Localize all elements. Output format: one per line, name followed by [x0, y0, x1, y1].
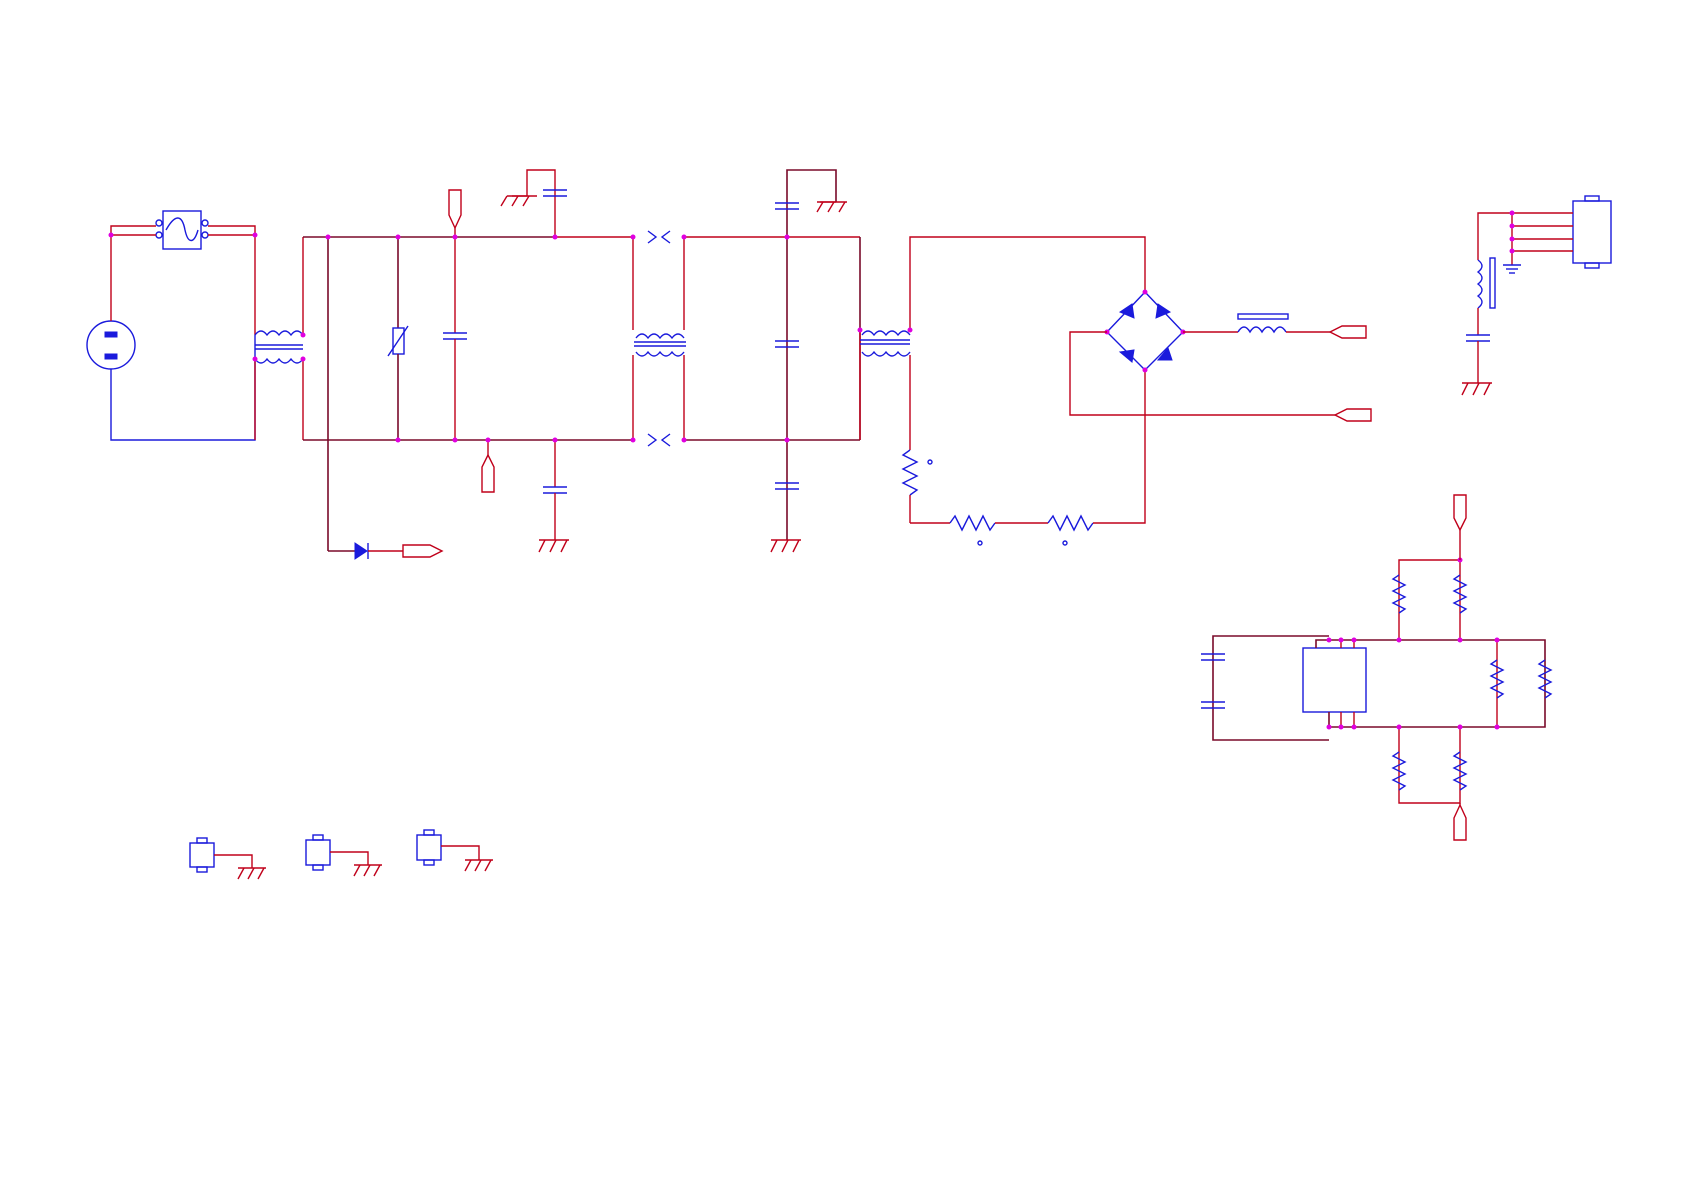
input-wires: [111, 226, 255, 440]
y-capacitor-bottom[interactable]: [539, 440, 569, 552]
common-mode-choke-3[interactable]: [860, 237, 1145, 440]
y-capacitor-pair[interactable]: [771, 170, 847, 552]
common-mode-choke-2[interactable]: [633, 231, 686, 446]
fan-connector[interactable]: [1462, 196, 1611, 395]
net-tag-bottom-1: [482, 440, 494, 492]
bridge-rectifier[interactable]: [1070, 290, 1335, 416]
mounting-hole-3: [417, 830, 493, 871]
bleeder-resistors[interactable]: [903, 370, 1145, 545]
bus-stage-1: [303, 237, 633, 551]
output-inductor[interactable]: [1238, 314, 1330, 332]
bus-stage-2: [684, 237, 860, 440]
mounting-hole-2: [306, 835, 382, 876]
junctions: [109, 233, 913, 443]
diode-output[interactable]: [328, 543, 442, 559]
output-port-minus[interactable]: [1335, 409, 1371, 421]
fuse[interactable]: [156, 211, 208, 249]
y-capacitor-top[interactable]: [501, 170, 567, 237]
mounting-hole-1: [190, 838, 266, 879]
control-ic-block[interactable]: [1201, 495, 1551, 840]
x-capacitor-1[interactable]: [443, 237, 467, 440]
output-port-plus[interactable]: [1330, 326, 1366, 338]
net-tag-top-1: [449, 190, 461, 237]
ac-inlet[interactable]: [87, 321, 135, 369]
varistor[interactable]: [388, 237, 408, 440]
mounting-holes: [190, 830, 493, 879]
common-mode-choke-1[interactable]: [255, 237, 303, 440]
